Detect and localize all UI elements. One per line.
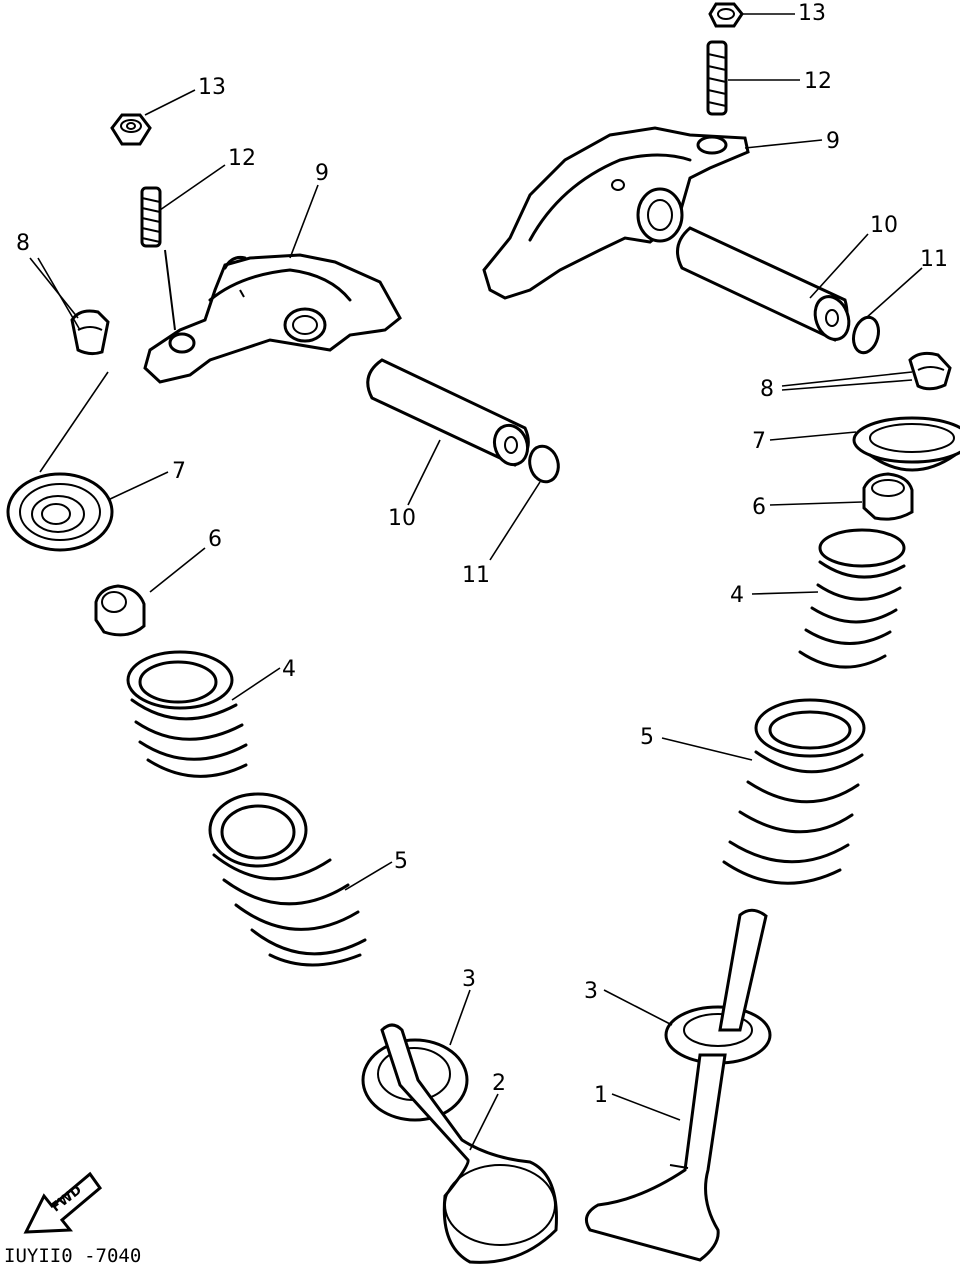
- callout-7-left: 7: [172, 459, 186, 484]
- callout-8-left: 8: [16, 231, 30, 256]
- valve-spring-inner-right: [798, 528, 906, 669]
- callout-9-right: 9: [826, 129, 840, 154]
- callout-7-right: 7: [752, 429, 766, 454]
- callout-13-right: 13: [798, 1, 826, 26]
- callout-11-right: 11: [920, 247, 948, 272]
- forward-direction-arrow: FWD: [23, 1171, 103, 1234]
- callout-13-left: 13: [198, 75, 226, 100]
- stud-right: [706, 40, 728, 116]
- callout-8-right: 8: [760, 377, 774, 402]
- callout-6-left: 6: [208, 527, 222, 552]
- callout-2: 2: [492, 1071, 506, 1096]
- nut-right: [708, 2, 744, 28]
- callout-4-left: 4: [282, 657, 296, 682]
- callout-1: 1: [594, 1083, 608, 1108]
- o-ring-left: [528, 444, 560, 484]
- callout-11-left: 11: [462, 563, 490, 588]
- rocker-arm-left: [143, 253, 402, 384]
- valve-stem-seal-right: [862, 472, 914, 521]
- callout-4-right: 4: [730, 583, 744, 608]
- valve-cotter-right: [908, 351, 952, 391]
- valve-stem-seal-left: [94, 584, 146, 637]
- stud-left: [140, 186, 176, 331]
- spring-retainer-right: [852, 416, 960, 472]
- callout-leaders: [29, 13, 923, 1151]
- rocker-arm-right: [482, 126, 750, 300]
- callout-10-left: 10: [388, 506, 416, 531]
- valve-spring-outer-left: [208, 792, 367, 967]
- callout-5-left: 5: [394, 849, 408, 874]
- callout-3-right: 3: [584, 979, 598, 1004]
- valve-intake: [380, 1023, 558, 1264]
- valve-spring-inner-left: [126, 650, 248, 778]
- spring-retainer-left: [6, 472, 114, 552]
- callout-9-left: 9: [315, 161, 329, 186]
- callout-labels: 13 12 9 8 7 10 6 11 4 5 3 2 13 12 9 10 1…: [16, 1, 948, 1108]
- o-ring-right: [852, 315, 880, 355]
- nut-left: [110, 113, 152, 146]
- callout-12-left: 12: [228, 146, 256, 171]
- drawing-code: IUYII0 -7040: [4, 1245, 141, 1266]
- callout-5-right: 5: [640, 725, 654, 750]
- rocker-shaft-right: [676, 226, 851, 342]
- callout-10-right: 10: [870, 213, 898, 238]
- rocker-shaft-left: [366, 358, 530, 467]
- callout-12-right: 12: [804, 69, 832, 94]
- valve-exhaust: [584, 908, 768, 1262]
- valve-cotter-left: [70, 309, 110, 356]
- valve-spring-outer-right: [722, 698, 866, 885]
- callout-3-left: 3: [462, 967, 476, 992]
- callout-6-right: 6: [752, 495, 766, 520]
